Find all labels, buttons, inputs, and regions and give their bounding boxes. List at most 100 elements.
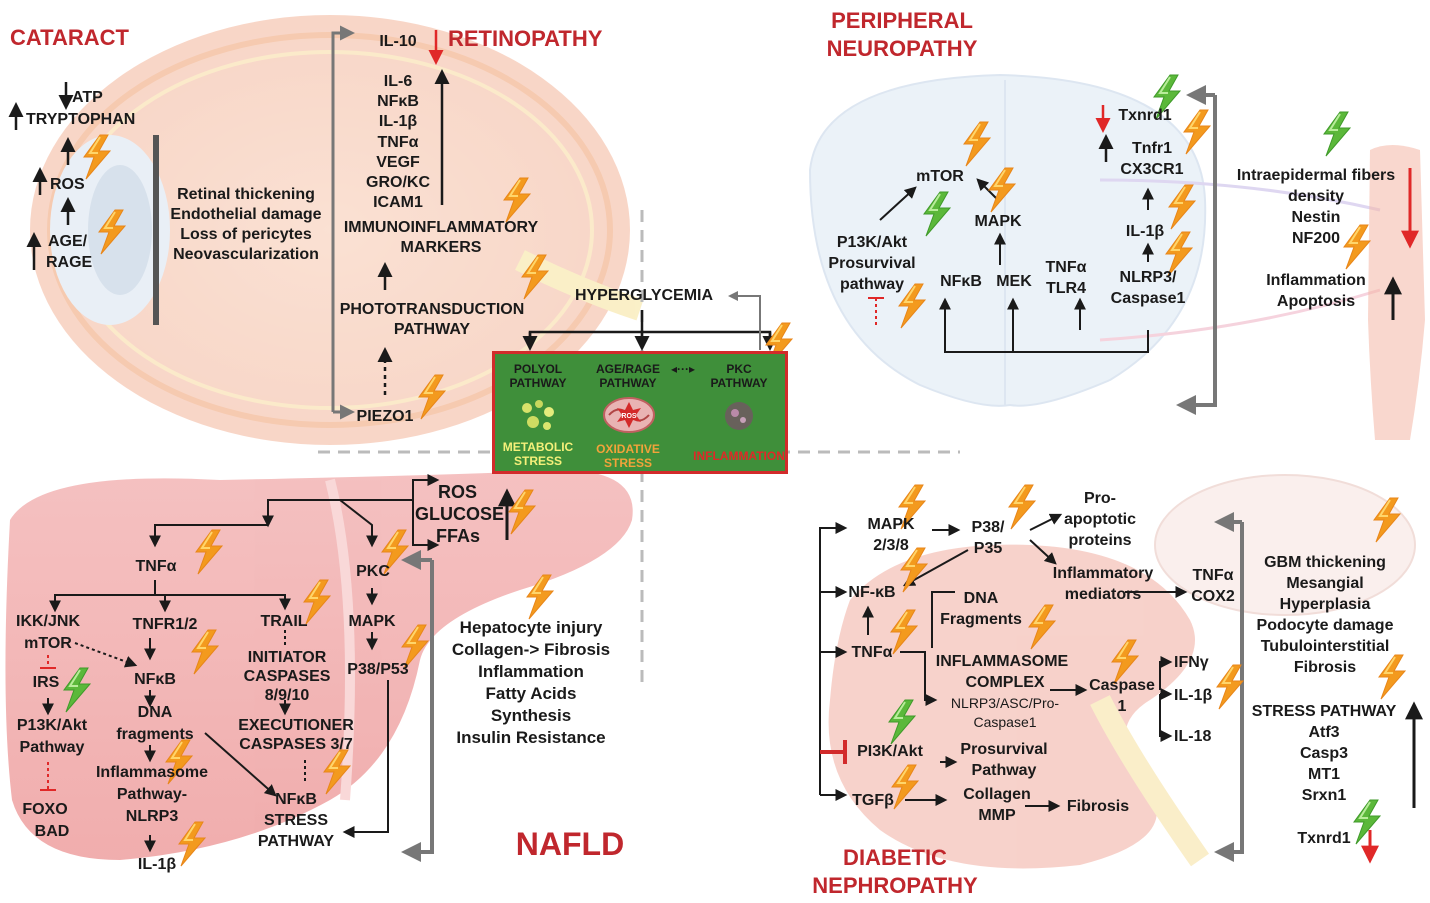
nfkb-neph-label: NF-κB	[848, 584, 896, 601]
mapk-neph-label: MAPK	[867, 516, 915, 533]
pathway-stress-label: PATHWAY	[257, 833, 335, 850]
glucose-label: GLUCOSE	[415, 504, 505, 524]
nlrp3-nafld-label: NLRP3	[125, 808, 179, 825]
inflammasome-nafld-label: Inflammasome	[95, 764, 209, 781]
bad-label: BAD	[34, 823, 70, 840]
nephropathy-title-line1: DIABETIC	[843, 845, 947, 870]
gbm-thickening-label: GBM thickening	[1264, 554, 1386, 571]
mtor-label: mTOR	[916, 168, 964, 185]
ifng-label: IFNγ	[1174, 654, 1209, 671]
immunoinflammatory-label: IMMUNOINFLAMMATORY	[343, 219, 539, 236]
vegf-label: VEGF	[376, 154, 420, 171]
p38-neph-label: P38/	[971, 519, 1005, 536]
collagen-label: Collagen	[963, 786, 1031, 803]
irs-label: IRS	[32, 674, 60, 691]
mmp-label: MMP	[978, 807, 1016, 824]
nlrp3-neuro-label: NLRP3/	[1119, 269, 1177, 286]
neovascularization-label: Neovascularization	[173, 246, 319, 263]
p38-p53-label: P38/P53	[347, 661, 409, 678]
metabolic-dots-icon	[522, 400, 554, 430]
cataract-title: CATARACT	[10, 25, 129, 50]
pro-label: Pro-	[1084, 490, 1116, 507]
ikk-jnk-label: IKK/JNK	[15, 613, 81, 630]
pathway-nafld-label: Pathway	[19, 739, 85, 756]
tnfr1-label: Tnfr1	[1132, 140, 1172, 157]
mtor-nafld-label: mTOR	[24, 635, 72, 652]
caspase-neph-label: Caspase	[1089, 677, 1155, 694]
srxn1-label: Srxn1	[1301, 787, 1347, 804]
collagen-fibrosis-label: Collagen-> Fibrosis	[451, 640, 611, 659]
tlr4-label: TLR4	[1046, 280, 1086, 297]
tubulointerstitial-label: Tubulointerstitial	[1260, 638, 1390, 655]
phototransduction-label: PHOTOTRANSDUCTION	[339, 301, 525, 318]
intraepidermal-label: Intraepidermal fibers	[1236, 167, 1396, 184]
fragments-neph-label: Fragments	[940, 611, 1022, 628]
inflammation-cell-icon	[725, 402, 753, 430]
mapk-238-label: 2/3/8	[873, 537, 909, 554]
nf200-label: NF200	[1291, 230, 1341, 247]
apoptosis-label: Apoptosis	[1276, 293, 1356, 310]
cox2-label: COX2	[1191, 588, 1235, 605]
p35-label: P35	[973, 540, 1003, 557]
mt1-label: MT1	[1308, 766, 1340, 783]
foxo-label: FOXO	[22, 801, 68, 818]
synthesis-label: Synthesis	[490, 706, 572, 725]
nestin-label: Nestin	[1291, 209, 1341, 226]
il1b-neph-label: IL-1β	[1174, 687, 1213, 704]
tnfa-cox-label: TNFα	[1192, 567, 1234, 584]
caspase1-pro-label: Caspase1	[973, 714, 1037, 730]
txnrd1-neph-label: Txnrd1	[1297, 830, 1351, 847]
il1b-neuro-label: IL-1β	[1125, 223, 1165, 240]
inflammation-neuro-label: Inflammation	[1266, 272, 1366, 289]
il18-label: IL-18	[1174, 728, 1212, 745]
skin-illustration	[1368, 145, 1425, 440]
prosurvival-label: Prosurvival	[828, 255, 916, 272]
insulin-resistance-label: Insulin Resistance	[456, 728, 606, 747]
il1b-label: IL-1β	[378, 113, 418, 130]
caspase-1-label: 1	[1117, 698, 1127, 715]
pkc-nafld-label: PKC	[356, 563, 390, 580]
atp-label: ATP	[72, 89, 103, 106]
tnfa-label: TNFα	[377, 134, 419, 151]
complex-label: COMPLEX	[965, 674, 1045, 691]
ros-nafld-label: ROS	[438, 482, 478, 502]
inflammatory-label: Inflammatory	[1052, 565, 1154, 582]
fatty-acids-label: Fatty Acids	[485, 684, 577, 703]
fibrosis-neph-label: Fibrosis	[1066, 798, 1130, 815]
cx3cr1-label: CX3CR1	[1120, 161, 1184, 178]
stress-label: STRESS	[263, 812, 329, 829]
hyperglycemia-label: HYPERGLYCEMIA	[574, 287, 714, 304]
kidney-illustration	[828, 474, 1416, 869]
rage-label: RAGE	[46, 254, 93, 271]
pi3k-label: P13K/Akt	[836, 234, 908, 251]
mapk-nafld-label: MAPK	[348, 613, 396, 630]
age-label: AGE/	[48, 233, 88, 250]
txnrd1-neuro-label: Txnrd1	[1118, 107, 1172, 124]
icam1-label: ICAM1	[373, 194, 423, 211]
apoptotic-label: apoptotic	[1064, 511, 1136, 528]
executioner-label: EXECUTIONER	[238, 717, 354, 734]
fibrosis-effect-label: Fibrosis	[1293, 659, 1357, 676]
loss-of-pericytes-label: Loss of pericytes	[180, 226, 312, 243]
atf3-label: Atf3	[1308, 724, 1340, 741]
casp3-label: Casp3	[1299, 745, 1349, 762]
dots-icon: ◂···▸	[670, 362, 696, 376]
podocyte-damage-label: Podocyte damage	[1256, 617, 1394, 634]
neuropathy-title-line1: PERIPHERAL	[831, 8, 973, 33]
dna-neph-label: DNA	[963, 590, 999, 607]
tnfr-label: TNFR1/2	[132, 616, 198, 633]
pathway-neph-label: Pathway	[971, 762, 1037, 779]
grokc-label: GRO/KC	[366, 174, 430, 191]
pathway-label: PATHWAY	[393, 321, 471, 338]
mediators-label: mediators	[1064, 586, 1142, 603]
tryptophan-label: TRYPTOPHAN	[26, 111, 136, 128]
pi3k-neph-label: PI3K/Akt	[857, 743, 923, 760]
trail-label: TRAIL	[260, 613, 308, 630]
dna-nafld-label: DNA	[137, 704, 173, 721]
pathway-neuro-label: pathway	[839, 276, 905, 293]
